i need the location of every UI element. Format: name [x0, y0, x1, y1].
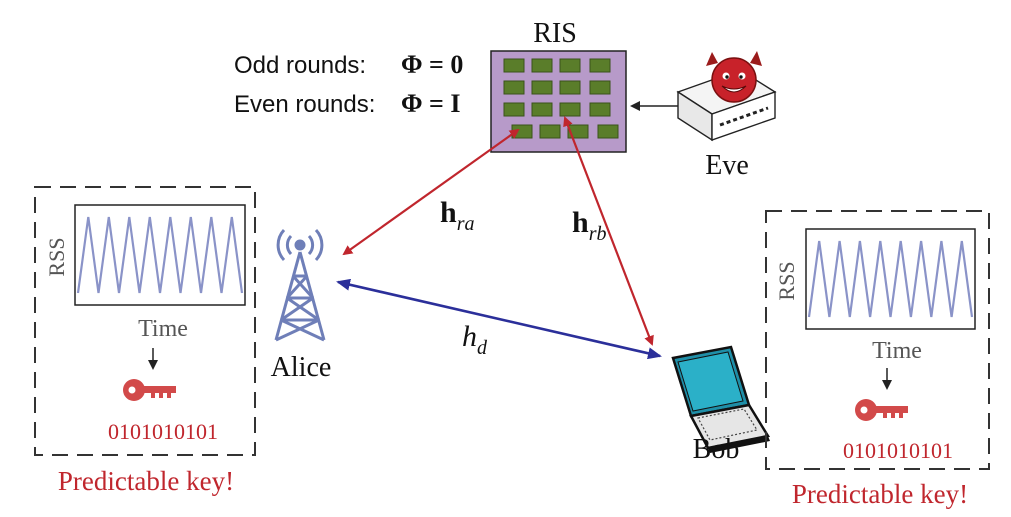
- round-labels: Odd rounds: Φ = 0 Even rounds: Φ = I: [234, 50, 463, 118]
- bob-key-panel: RSS Time 0101010101 Predictable key!: [765, 210, 990, 509]
- ris-element: [531, 58, 553, 73]
- eve-group: Eve: [630, 51, 777, 181]
- bob-key-icon: [855, 399, 908, 421]
- bob-group: Bob: [671, 345, 771, 465]
- alice-bob-arrow: [336, 278, 662, 360]
- channel-h-d-label: hd: [462, 320, 488, 359]
- alice-label: Alice: [271, 352, 332, 383]
- alice-group: Alice: [271, 228, 332, 383]
- ris-element: [503, 102, 525, 117]
- channel-arrows: hra hrb hd: [336, 116, 662, 360]
- bob-panel-border: [765, 210, 990, 470]
- odd-rounds-value: Φ = 0: [401, 50, 463, 79]
- alice-key-bits: 0101010101: [108, 419, 218, 444]
- bob-label: Bob: [693, 434, 740, 465]
- alice-rss-axis-label: RSS: [44, 237, 69, 276]
- bob-time-axis-label: Time: [872, 338, 922, 364]
- ris-element: [559, 58, 581, 73]
- bob-predictable-key-caption: Predictable key!: [792, 479, 968, 509]
- ris-element: [589, 80, 611, 95]
- ris-element: [589, 58, 611, 73]
- alice-panel-border: [34, 186, 256, 456]
- even-rounds-label: Even rounds:: [234, 91, 375, 118]
- bob-rss-axis-label: RSS: [774, 261, 799, 300]
- alice-key-panel: RSS Time 0101010101 Predictable key!: [34, 186, 256, 496]
- even-rounds-value: Φ = I: [401, 89, 461, 118]
- eve-label: Eve: [705, 150, 749, 181]
- alice-rss-waveform: [76, 216, 244, 294]
- ris-label: RIS: [533, 18, 577, 49]
- alice-time-axis-label: Time: [138, 316, 188, 342]
- ris-element: [559, 80, 581, 95]
- alice-predictable-key-caption: Predictable key!: [58, 466, 234, 496]
- ris-alice-arrow: [342, 128, 520, 256]
- ris-element: [531, 80, 553, 95]
- bob-rss-waveform: [807, 240, 974, 318]
- ris-element: [539, 124, 561, 139]
- bob-key-bits: 0101010101: [843, 438, 953, 463]
- devil-face-icon: [706, 51, 762, 103]
- ris-element: [589, 102, 611, 117]
- channel-h-ra-label: hra: [440, 196, 474, 235]
- laptop-icon: [671, 345, 771, 453]
- odd-rounds-label: Odd rounds:: [234, 52, 366, 79]
- channel-h-rb-label: hrb: [572, 206, 606, 245]
- ris-element: [503, 58, 525, 73]
- alice-key-icon: [123, 379, 176, 401]
- ris-element: [503, 80, 525, 95]
- ris-group: RIS: [490, 18, 627, 153]
- ris-element: [559, 102, 581, 117]
- ris-element: [597, 124, 619, 139]
- antenna-tower-icon: [274, 228, 326, 342]
- ris-element: [531, 102, 553, 117]
